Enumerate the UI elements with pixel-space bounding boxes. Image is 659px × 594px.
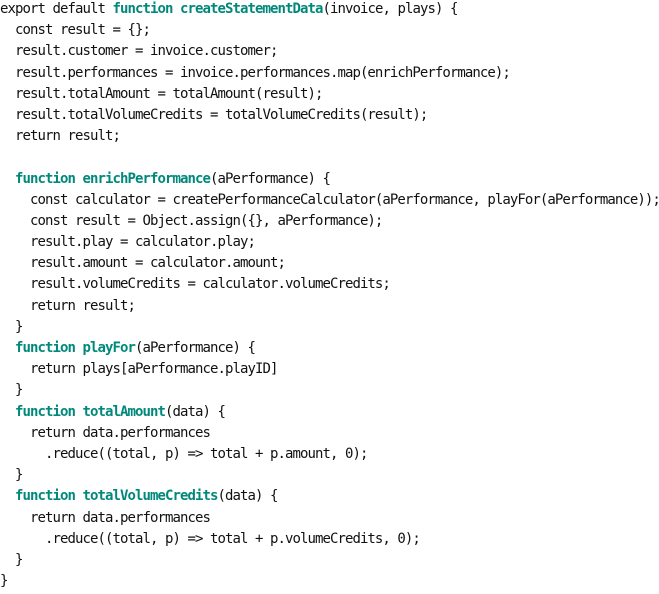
code-line: result.play = calculator.play; — [0, 232, 659, 253]
code-line: return result; — [0, 126, 659, 147]
code-keyword: function — [15, 488, 76, 505]
code-text: return plays[aPerformance.playID] — [0, 361, 278, 378]
code-text — [75, 340, 83, 356]
code-text: return result; — [0, 128, 121, 145]
code-line: result.totalVolumeCredits = totalVolumeC… — [0, 105, 659, 126]
code-text: (aPerformance) { — [135, 340, 256, 356]
code-text — [0, 340, 15, 356]
code-text: result.play = calculator.play; — [0, 234, 256, 251]
code-line: } — [0, 550, 659, 571]
code-text: const result = Object.assign({}, aPerfor… — [0, 212, 383, 229]
code-line: result.customer = invoice.customer; — [0, 41, 659, 62]
code-text: } — [0, 573, 8, 590]
code-line: } — [0, 571, 659, 592]
code-line: return data.performances — [0, 508, 659, 529]
code-text: } — [0, 382, 23, 399]
code-text — [75, 404, 83, 420]
code-text: (data) { — [165, 403, 226, 420]
code-line: function enrichPerformance(aPerformance)… — [0, 169, 659, 190]
code-line: return result; — [0, 296, 659, 317]
code-text: result.amount = calculator.amount; — [0, 255, 286, 272]
code-line: .reduce((total, p) => total + p.amount, … — [0, 444, 659, 465]
code-keyword: function — [15, 403, 76, 420]
code-text: return result; — [0, 297, 136, 314]
code-text — [0, 404, 15, 420]
code-line: result.totalAmount = totalAmount(result)… — [0, 84, 659, 105]
code-line: } — [0, 465, 659, 486]
code-line: return plays[aPerformance.playID] — [0, 359, 659, 380]
code-line: function totalAmount(data) { — [0, 402, 659, 423]
code-keyword: totalVolumeCredits — [82, 488, 219, 505]
code-line: result.volumeCredits = calculator.volume… — [0, 274, 659, 295]
code-line: result.amount = calculator.amount; — [0, 253, 659, 274]
code-line: } — [0, 317, 659, 338]
code-text — [0, 171, 15, 187]
code-keyword: function — [15, 340, 76, 356]
code-text — [75, 171, 83, 187]
code-keyword: function — [112, 1, 173, 17]
code-text: } — [0, 551, 23, 568]
code-keyword: enrichPerformance — [82, 170, 211, 187]
code-text: return data.performances — [0, 509, 211, 526]
code-keyword: totalAmount — [82, 403, 166, 420]
code-text: (data) { — [217, 488, 278, 505]
code-keyword: function — [15, 170, 76, 187]
code-text: result.performances = invoice.performanc… — [0, 64, 511, 81]
code-text: (invoice, plays) { — [322, 1, 458, 17]
code-line: const calculator = createPerformanceCalc… — [0, 190, 659, 211]
code-line: const result = Object.assign({}, aPerfor… — [0, 211, 659, 232]
code-text — [172, 1, 180, 17]
code-text: return data.performances — [0, 424, 211, 441]
code-line: function playFor(aPerformance) { — [0, 338, 659, 359]
code-text — [75, 488, 83, 504]
code-line: .reduce((total, p) => total + p.volumeCr… — [0, 529, 659, 550]
code-text: .reduce((total, p) => total + p.volumeCr… — [0, 530, 421, 547]
code-text: result.totalVolumeCredits = totalVolumeC… — [0, 106, 428, 123]
code-text: const result = {}; — [0, 22, 151, 39]
code-line: } — [0, 380, 659, 401]
code-text: .reduce((total, p) => total + p.amount, … — [0, 445, 368, 462]
code-keyword: createStatementData — [179, 1, 323, 17]
code-text: } — [0, 467, 23, 484]
code-text: } — [0, 318, 23, 335]
code-text: result.totalAmount = totalAmount(result)… — [0, 85, 323, 102]
code-text: result.customer = invoice.customer; — [0, 43, 278, 60]
code-text — [0, 488, 15, 504]
code-text: export default — [0, 1, 113, 17]
code-keyword: playFor — [82, 340, 136, 356]
code-line: function totalVolumeCredits(data) { — [0, 486, 659, 507]
code-line: result.performances = invoice.performanc… — [0, 63, 659, 84]
code-line: const result = {}; — [0, 20, 659, 41]
code-text: result.volumeCredits = calculator.volume… — [0, 276, 391, 293]
code-line: return data.performances — [0, 423, 659, 444]
code-line: export default function createStatementD… — [0, 0, 659, 20]
code-text: const calculator = createPerformanceCalc… — [0, 191, 659, 208]
code-line — [0, 147, 659, 168]
code-text: (aPerformance) { — [209, 170, 331, 187]
